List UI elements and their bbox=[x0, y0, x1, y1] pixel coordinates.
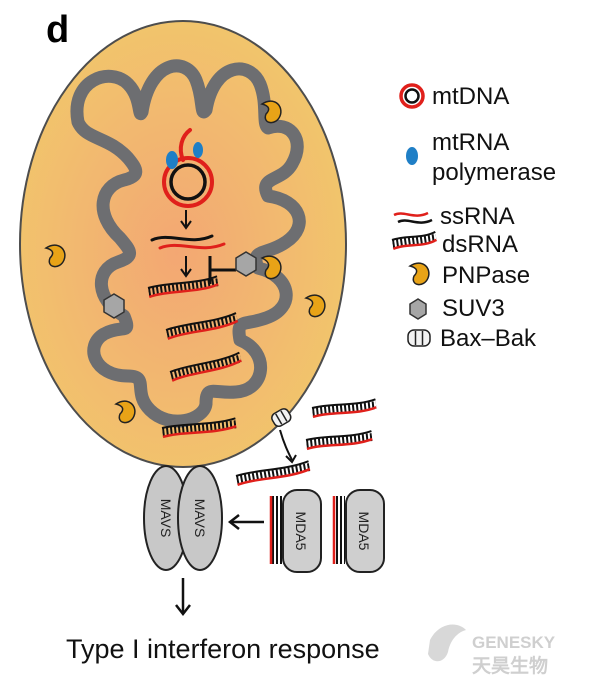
legend-mtrna-line1: mtRNA bbox=[432, 129, 509, 156]
genesky-logo-icon bbox=[428, 624, 466, 662]
legend-suv3: SUV3 bbox=[442, 295, 505, 322]
suv3-icon bbox=[235, 251, 257, 277]
arrow-down-icon bbox=[180, 210, 192, 230]
legend-bax-bak: Bax–Bak bbox=[440, 325, 537, 352]
mda5-label-left: MDA5 bbox=[293, 512, 309, 551]
legend-pnpase: PNPase bbox=[442, 262, 530, 289]
response-label: Type I interferon response bbox=[66, 634, 380, 664]
dsrna-matrix-1 bbox=[147, 275, 219, 299]
pnpase-icon bbox=[260, 255, 282, 280]
mtdna-icon bbox=[399, 83, 425, 109]
arrow-curved-icon bbox=[279, 429, 297, 464]
dsrna-matrix-4 bbox=[161, 417, 237, 439]
bax-bak-pore-icon bbox=[271, 408, 292, 428]
suv3-legend-icon bbox=[409, 298, 427, 320]
mtrna-polymerase-icon bbox=[166, 151, 178, 169]
suv3-icon bbox=[103, 293, 125, 319]
mtrna-polymerase-icon bbox=[193, 142, 203, 158]
panel-letter: d bbox=[46, 9, 69, 51]
legend-ssrna: ssRNA bbox=[440, 203, 515, 230]
pnpase-icon bbox=[114, 400, 136, 424]
mitochondrion-outer bbox=[19, 20, 347, 468]
legend-mtrna-line2: polymerase bbox=[432, 159, 556, 186]
pnpase-icon bbox=[44, 244, 66, 268]
dsrna-cytosol-1 bbox=[311, 398, 377, 419]
dsrna-icon bbox=[391, 230, 438, 251]
dsrna-matrix-2 bbox=[165, 312, 239, 340]
arrow-down-icon bbox=[175, 578, 191, 617]
bax-bak-legend-icon bbox=[407, 329, 431, 347]
pnpase-icon bbox=[260, 100, 282, 124]
mda5-complex-left: MDA5 bbox=[269, 489, 322, 573]
dsrna-matrix-3 bbox=[169, 351, 242, 382]
mda5-label-right: MDA5 bbox=[356, 512, 372, 551]
pnpase-icon bbox=[304, 294, 326, 318]
mavs-label-left: MAVS bbox=[158, 499, 174, 538]
legend: mtDNA mtRNA polymerase ssRNA dsRNA PNPas… bbox=[391, 83, 556, 352]
legend-mtdna: mtDNA bbox=[432, 83, 509, 110]
watermark-brand: GENESKY bbox=[472, 633, 556, 652]
mavs-complex: MAVS MAVS bbox=[143, 465, 223, 571]
polymerase-icon bbox=[406, 147, 418, 165]
cristae-membrane bbox=[70, 59, 306, 428]
dsrna-cytosol-2 bbox=[305, 430, 373, 451]
watermark-chinese: 天昊生物 bbox=[472, 654, 548, 677]
legend-dsrna: dsRNA bbox=[442, 231, 518, 258]
mtdna-in-matrix bbox=[162, 128, 214, 208]
mda5-complex-right: MDA5 bbox=[332, 489, 385, 573]
dsrna-cytosol-3 bbox=[235, 460, 311, 487]
pnpase-legend-icon bbox=[408, 262, 430, 286]
arrow-left-icon bbox=[227, 514, 264, 530]
ssrna-icon bbox=[393, 211, 429, 217]
ssrna-matrix bbox=[150, 234, 226, 250]
watermark: GENESKY 天昊生物 bbox=[428, 624, 556, 677]
arrow-down-icon bbox=[180, 256, 192, 278]
mavs-label-right: MAVS bbox=[192, 499, 208, 538]
